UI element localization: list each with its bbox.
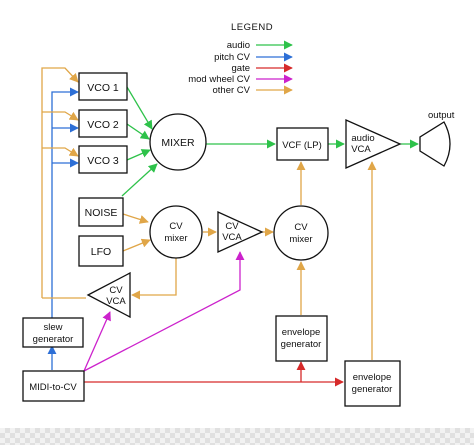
mixer-circle: MIXER	[149, 113, 207, 171]
cv-mixer-2-line2: mixer	[289, 234, 312, 245]
cv-vca-mid-line2: VCA	[222, 232, 242, 243]
other-cv-lfo-to-cvmixer	[122, 238, 151, 252]
legend-item-other-cv: other CV	[213, 85, 293, 96]
mixer-label: MIXER	[161, 137, 195, 149]
audio-vca-line1: audio	[351, 133, 374, 144]
cv-mixer-1-line1: CV	[169, 221, 183, 232]
legend-label-audio: audio	[227, 40, 250, 51]
slew-line2: generator	[33, 334, 74, 345]
vco1-label: VCO 1	[87, 82, 119, 94]
legend-item-pitch-cv: pitch CV	[214, 52, 293, 63]
audio-noise-to-mixer	[121, 163, 158, 197]
vco2-label: VCO 2	[87, 119, 119, 131]
midi-to-cv-label: MIDI-to-CV	[29, 382, 77, 393]
midi-to-cv-block: MIDI-to-CV	[22, 370, 85, 402]
cv-mixer-1-circle: CV mixer	[149, 205, 203, 259]
slew-generator-block: slew generator	[22, 317, 84, 348]
legend-item-gate: gate	[232, 63, 293, 74]
vcf-label: VCF (LP)	[282, 140, 322, 151]
other-cv-noise-to-cvmixer	[122, 213, 149, 224]
output-speaker: output	[419, 110, 455, 167]
slew-line1: slew	[43, 322, 62, 333]
output-label: output	[428, 110, 455, 121]
legend-label-gate: gate	[232, 63, 251, 74]
lfo-block: LFO	[78, 235, 124, 267]
vco1-block: VCO 1	[78, 72, 128, 101]
vco3-block: VCO 3	[78, 145, 128, 174]
env-gen-1-line1: envelope	[282, 327, 321, 338]
mod-wheel-to-cvvca	[83, 251, 245, 372]
legend-item-mod-wheel-cv: mod wheel CV	[188, 74, 293, 85]
env-gen-1-line2: generator	[281, 339, 322, 350]
legend-title: LEGEND	[231, 22, 273, 33]
audio-vca-triangle: audio VCA	[345, 118, 402, 170]
other-cv-bus-left	[41, 67, 79, 298]
noise-label: NOISE	[85, 207, 118, 219]
cv-mixer-2-circle: CV mixer	[273, 205, 329, 261]
cv-vca-left-line1: CV	[109, 285, 123, 296]
cv-vca-mid-line1: CV	[225, 221, 239, 232]
legend: LEGEND audio pitch CV gate mod wheel CV …	[188, 22, 293, 96]
mod-wheel-to-leftvca	[83, 311, 111, 372]
cv-vca-left-triangle: CV VCA	[86, 271, 131, 319]
audio-vco1-to-mixer	[126, 86, 153, 130]
vcf-block: VCF (LP)	[276, 127, 329, 161]
noise-block: NOISE	[78, 197, 124, 227]
other-cv-to-vco2	[42, 111, 79, 121]
legend-label-mod-wheel-cv: mod wheel CV	[188, 74, 250, 85]
lfo-label: LFO	[91, 246, 111, 258]
audio-vco3-to-mixer	[126, 149, 151, 161]
envelope-generator-1-block: envelope generator	[275, 315, 328, 362]
audio-vco2-to-mixer	[126, 123, 150, 140]
checker-background	[0, 428, 474, 445]
legend-label-other-cv: other CV	[213, 85, 251, 96]
vco2-block: VCO 2	[78, 109, 128, 138]
other-cv-cvmixer-to-leftvca	[131, 258, 177, 300]
audio-vca-line2: VCA	[351, 144, 371, 155]
cv-mixer-2-line1: CV	[294, 222, 308, 233]
cv-vca-left-line2: VCA	[106, 296, 126, 307]
other-cv-to-vco3	[42, 147, 79, 157]
legend-label-pitch-cv: pitch CV	[214, 52, 251, 63]
env-gen-2-line1: envelope	[353, 372, 392, 383]
legend-item-audio: audio	[227, 40, 293, 51]
env-gen-2-line2: generator	[352, 384, 393, 395]
cv-mixer-1-line2: mixer	[164, 233, 187, 244]
vco3-label: VCO 3	[87, 155, 119, 167]
cv-vca-mid-triangle: CV VCA	[217, 210, 264, 254]
connections	[41, 67, 419, 387]
pitch-cv-to-vco1	[51, 87, 79, 100]
envelope-generator-2-block: envelope generator	[344, 360, 401, 407]
